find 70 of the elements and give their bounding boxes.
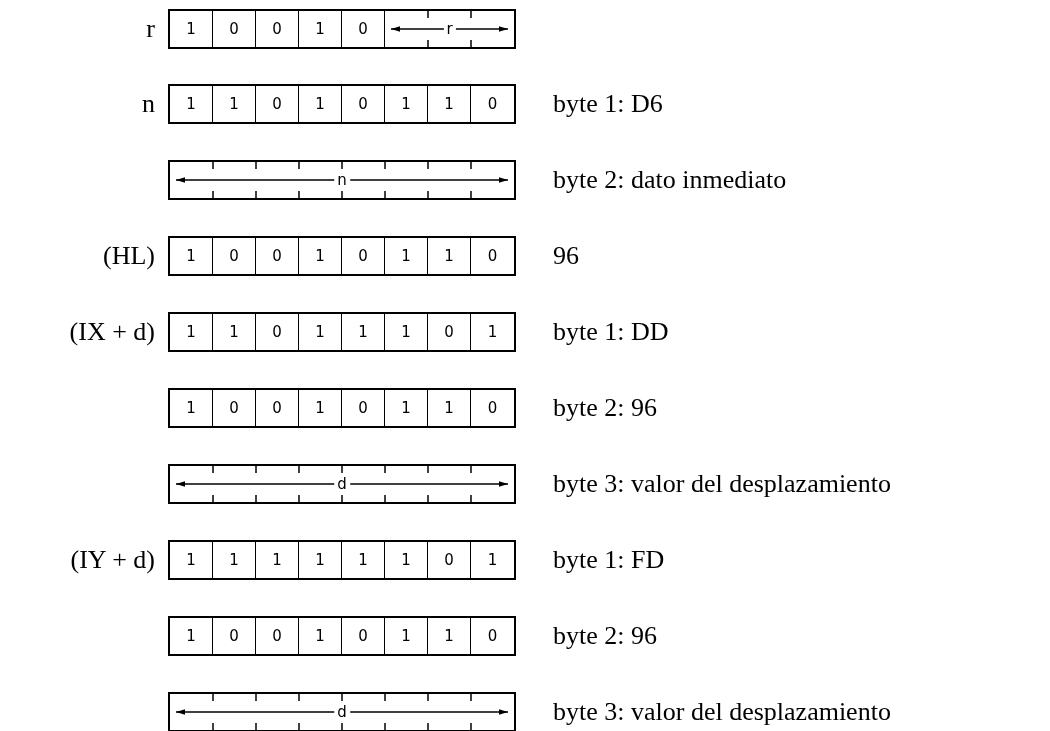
bit-cell: 1 (299, 542, 342, 578)
operand-label: n (142, 88, 155, 120)
bit-cell-text: 1 (486, 322, 499, 343)
bit-cell: 1 (342, 314, 385, 350)
bit-cell: 1 (299, 314, 342, 350)
bit-cell: 1 (385, 390, 428, 426)
bit-cell: 0 (342, 390, 385, 426)
bit-cell: 0 (342, 86, 385, 122)
bit-cell: 1 (170, 542, 213, 578)
bit-cell: 1 (213, 86, 256, 122)
bit-cell: 0 (256, 390, 299, 426)
byte-description: byte 3: valor del desplazamiento (553, 468, 891, 500)
bit-cell: 1 (385, 542, 428, 578)
bit-cell: 1 (385, 86, 428, 122)
bit-cell: 0 (256, 618, 299, 654)
bit-cell-text: 0 (486, 626, 499, 647)
bit-cell: 0 (213, 238, 256, 274)
bit-cell-text: 0 (486, 398, 499, 419)
byte-description: byte 3: valor del desplazamiento (553, 696, 891, 728)
bit-cell: 1 (213, 314, 256, 350)
bit-cell: 1 (170, 11, 213, 47)
bit-cell: 1 (299, 618, 342, 654)
operand-label: (HL) (103, 240, 155, 272)
field-letter: r (443, 21, 456, 37)
bit-cell: 1 (299, 390, 342, 426)
bit-cell: 1 (256, 542, 299, 578)
bit-cell: 0 (342, 11, 385, 47)
bit-cell-text: 0 (486, 94, 499, 115)
bit-cell: 0 (256, 11, 299, 47)
bit-cell: 1 (299, 238, 342, 274)
bit-cell: 1 (428, 86, 471, 122)
byte-description: byte 2: 96 (553, 392, 657, 424)
field-letter: d (334, 704, 350, 720)
bit-cell: 0 (213, 11, 256, 47)
bit-cell: 1 (428, 618, 471, 654)
field-letter: d (334, 476, 350, 492)
bit-cell-text: 0 (486, 246, 499, 267)
byte-description: byte 1: DD (553, 316, 669, 348)
bit-cell: 1 (170, 618, 213, 654)
bit-cell: 1 (170, 86, 213, 122)
bit-cell: 1 (385, 618, 428, 654)
bit-cell: 0 (256, 86, 299, 122)
byte-description: byte 1: D6 (553, 88, 663, 120)
byte-description: byte 2: 96 (553, 620, 657, 652)
bit-cell: 0 (256, 238, 299, 274)
bit-cell-text: 1 (486, 550, 499, 571)
bit-cell: 0 (213, 618, 256, 654)
bit-cell: 1 (385, 238, 428, 274)
bit-cell: 0 (342, 618, 385, 654)
bit-cell: 0 (213, 390, 256, 426)
bit-cell: 1 (170, 314, 213, 350)
byte-description: byte 2: dato inmediato (553, 164, 787, 196)
bit-cell: 1 (299, 11, 342, 47)
bit-cell: 1 (428, 390, 471, 426)
bit-cell: 0 (428, 314, 471, 350)
bit-cell: 1 (342, 542, 385, 578)
operand-label: r (146, 13, 155, 45)
operand-label: (IY + d) (70, 544, 155, 576)
byte-description: byte 1: FD (553, 544, 665, 576)
bit-cell: 1 (428, 238, 471, 274)
bit-cell: 0 (256, 314, 299, 350)
bit-cell: 1 (170, 390, 213, 426)
operand-label: (IX + d) (69, 316, 155, 348)
bit-cell: 1 (385, 314, 428, 350)
bit-cell: 1 (213, 542, 256, 578)
bit-cell: 0 (342, 238, 385, 274)
byte-description: 96 (553, 240, 579, 272)
bit-cell: 1 (299, 86, 342, 122)
bit-cell: 1 (170, 238, 213, 274)
bit-cell: 0 (428, 542, 471, 578)
